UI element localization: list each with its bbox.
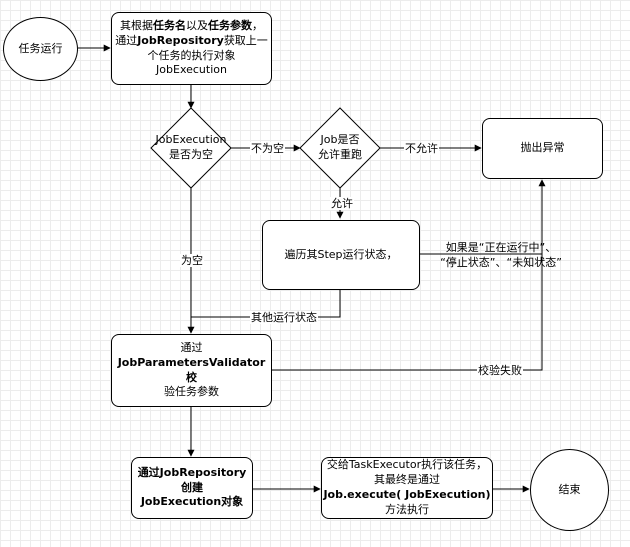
decision-allow-restart-line1: Job是否 xyxy=(320,133,360,147)
create-line3: JobExecution对象 xyxy=(140,495,244,509)
validate-line3: 验任务参数 xyxy=(164,385,219,399)
fetch-text-1e: ， xyxy=(252,18,263,32)
execute-line1: 交给TaskExecutor执行该任务， xyxy=(326,458,488,472)
fetch-text-1b: 任务名 xyxy=(153,18,186,32)
start-node-label: 任务运行 xyxy=(18,41,63,55)
throw-error-label: 抛出异常 xyxy=(520,141,565,155)
edge-label-is-null: 为空 xyxy=(180,254,204,268)
decision-is-null-label: JobExecution 是否为空 xyxy=(151,132,231,164)
fetch-text-1c: 以及 xyxy=(186,18,208,32)
decision-allow-restart-shape xyxy=(299,107,381,189)
fetch-text-4: JobExecution xyxy=(156,63,227,77)
edge-label-other-status: 其他运行状态 xyxy=(250,311,318,325)
fetch-text-1d: 任务参数 xyxy=(208,18,252,32)
decision-is-null-shape xyxy=(150,107,232,189)
execute-line3: Job.execute( JobExecution) xyxy=(323,488,491,501)
edge-label-allowed: 允许 xyxy=(330,197,354,211)
edge-other-status xyxy=(191,290,341,318)
start-node: 任务运行 xyxy=(3,17,78,81)
fetch-text-2a: 通过 xyxy=(115,33,138,47)
edge-label-not-null: 不为空 xyxy=(250,142,285,156)
fetch-text-1a: 其根据 xyxy=(120,18,153,32)
validate-params-node: 通过 JobParametersValidator校 验任务参数 xyxy=(111,334,272,407)
edge-label-validate-failed: 校验失败 xyxy=(477,364,523,378)
fetch-text-2b: JobRepository xyxy=(137,33,224,47)
edge-validate-failed xyxy=(272,254,543,371)
decision-allow-restart-line2: 允许重跑 xyxy=(318,148,362,161)
fetch-last-execution-node: 其根据任务名以及任务参数， 通过JobRepository获取上一 个任务的执行… xyxy=(111,12,272,85)
fetch-text-3: 个任务的执行对象 xyxy=(147,48,236,62)
create-line2: 创建 xyxy=(181,480,203,494)
fetch-text-2c: 获取上一 xyxy=(223,33,268,47)
end-node-label: 结束 xyxy=(558,482,581,496)
execute-job-node: 交给TaskExecutor执行该任务， 其最终是通过 Job.execute(… xyxy=(321,457,493,519)
decision-is-null-line2: 是否为空 xyxy=(169,148,213,161)
end-node: 结束 xyxy=(530,449,609,531)
iterate-step-label: 遍历其Step运行状态， xyxy=(284,247,398,261)
annotation-line1: 如果是“正在运行中”、 xyxy=(445,241,557,254)
running-status-annotation: 如果是“正在运行中”、 “停止状态”、“未知状态” xyxy=(431,240,571,271)
execute-line4: 方法执行 xyxy=(384,502,429,516)
validate-line1: 通过 xyxy=(180,340,203,354)
execute-line2: 其最终是通过 xyxy=(373,473,440,487)
edge-label-not-allowed: 不允许 xyxy=(404,142,439,156)
decision-allow-restart-label: Job是否 允许重跑 xyxy=(300,132,380,164)
validate-line2: JobParametersValidator校 xyxy=(117,355,266,384)
iterate-step-node: 遍历其Step运行状态， xyxy=(262,220,420,290)
throw-error-node: 抛出异常 xyxy=(482,118,603,179)
create-execution-node: 通过JobRepository 创建 JobExecution对象 xyxy=(131,457,253,519)
create-line1: 通过JobRepository xyxy=(137,465,247,479)
annotation-line2: “停止状态”、“未知状态” xyxy=(440,256,562,270)
decision-is-null-line1: JobExecution xyxy=(155,133,227,147)
